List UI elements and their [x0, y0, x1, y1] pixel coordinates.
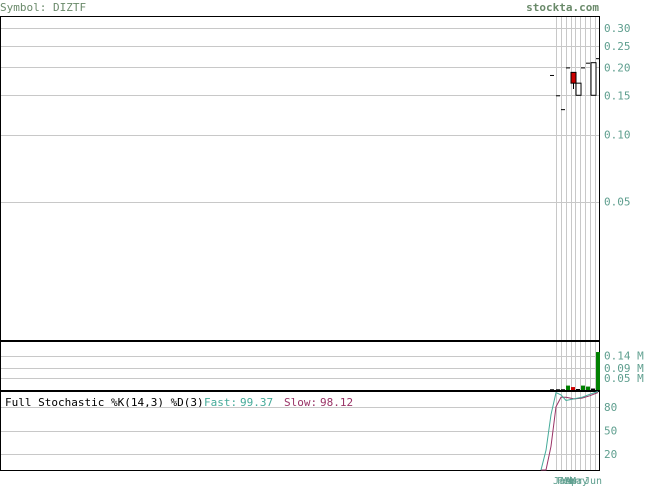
- stochastic-panel: Full Stochastic %K(14,3) %D(3) Fast: 99.…: [0, 391, 617, 471]
- volume-tick-label: 0.05 M: [604, 372, 644, 385]
- volume-bar: [596, 352, 600, 390]
- volume-bar: [581, 385, 585, 390]
- volume-bar: [586, 386, 590, 390]
- fast-value: 99.37: [240, 396, 273, 409]
- brand-label: stockta.com: [526, 1, 599, 14]
- x-tick-label: May: [570, 476, 588, 486]
- price-tick-label: 0.25: [604, 40, 631, 53]
- stochastic-tick-label: 50: [604, 425, 617, 438]
- price-candle-body: [575, 82, 582, 96]
- volume-bar: [566, 385, 570, 390]
- volume-frame: [0, 341, 600, 391]
- x-tick-label: Feb: [557, 476, 575, 486]
- price-candle-body: [570, 71, 577, 84]
- volume-bar: [556, 389, 560, 391]
- x-tick-label: Apr: [565, 476, 583, 486]
- volume-tick-label: 0.09 M: [604, 362, 644, 375]
- volume-panel: 0.14 M0.09 M0.05 M: [0, 341, 644, 391]
- slow-label: Slow:: [284, 396, 317, 409]
- price-panel: 0.30 0.25 0.20 0.15 0.10 0.05: [0, 16, 631, 341]
- price-tick-label: 0.05: [604, 196, 631, 209]
- price-tick-label: 0.10: [604, 129, 631, 142]
- price-tick-label: 0.20: [604, 61, 631, 74]
- volume-bar: [591, 388, 595, 390]
- volume-bar: [550, 389, 554, 391]
- slow-value: 98.12: [320, 396, 353, 409]
- fast-label: Fast:: [204, 396, 237, 409]
- stochastic-tick-label: 80: [604, 401, 617, 414]
- stochastic-title: Full Stochastic %K(14,3) %D(3): [5, 396, 204, 409]
- price-candle-body: [590, 62, 597, 96]
- stochastic-frame: [0, 391, 600, 471]
- volume-tick-label: 0.14 M: [604, 350, 644, 363]
- volume-bar: [561, 389, 565, 391]
- price-tick-label: 0.30: [604, 22, 631, 35]
- x-tick-label: Mar: [561, 476, 579, 486]
- stochastic-tick-label: 20: [604, 448, 617, 461]
- x-tick-label: Jun: [584, 476, 602, 486]
- symbol-label: Symbol: DIZTF: [0, 1, 86, 14]
- volume-bar: [571, 387, 575, 390]
- volume-bar: [576, 389, 580, 391]
- price-frame: [0, 16, 600, 341]
- fast-stochastic-line: [540, 391, 599, 471]
- x-tick-label: Jan: [553, 476, 571, 486]
- price-tick-label: 0.15: [604, 89, 631, 102]
